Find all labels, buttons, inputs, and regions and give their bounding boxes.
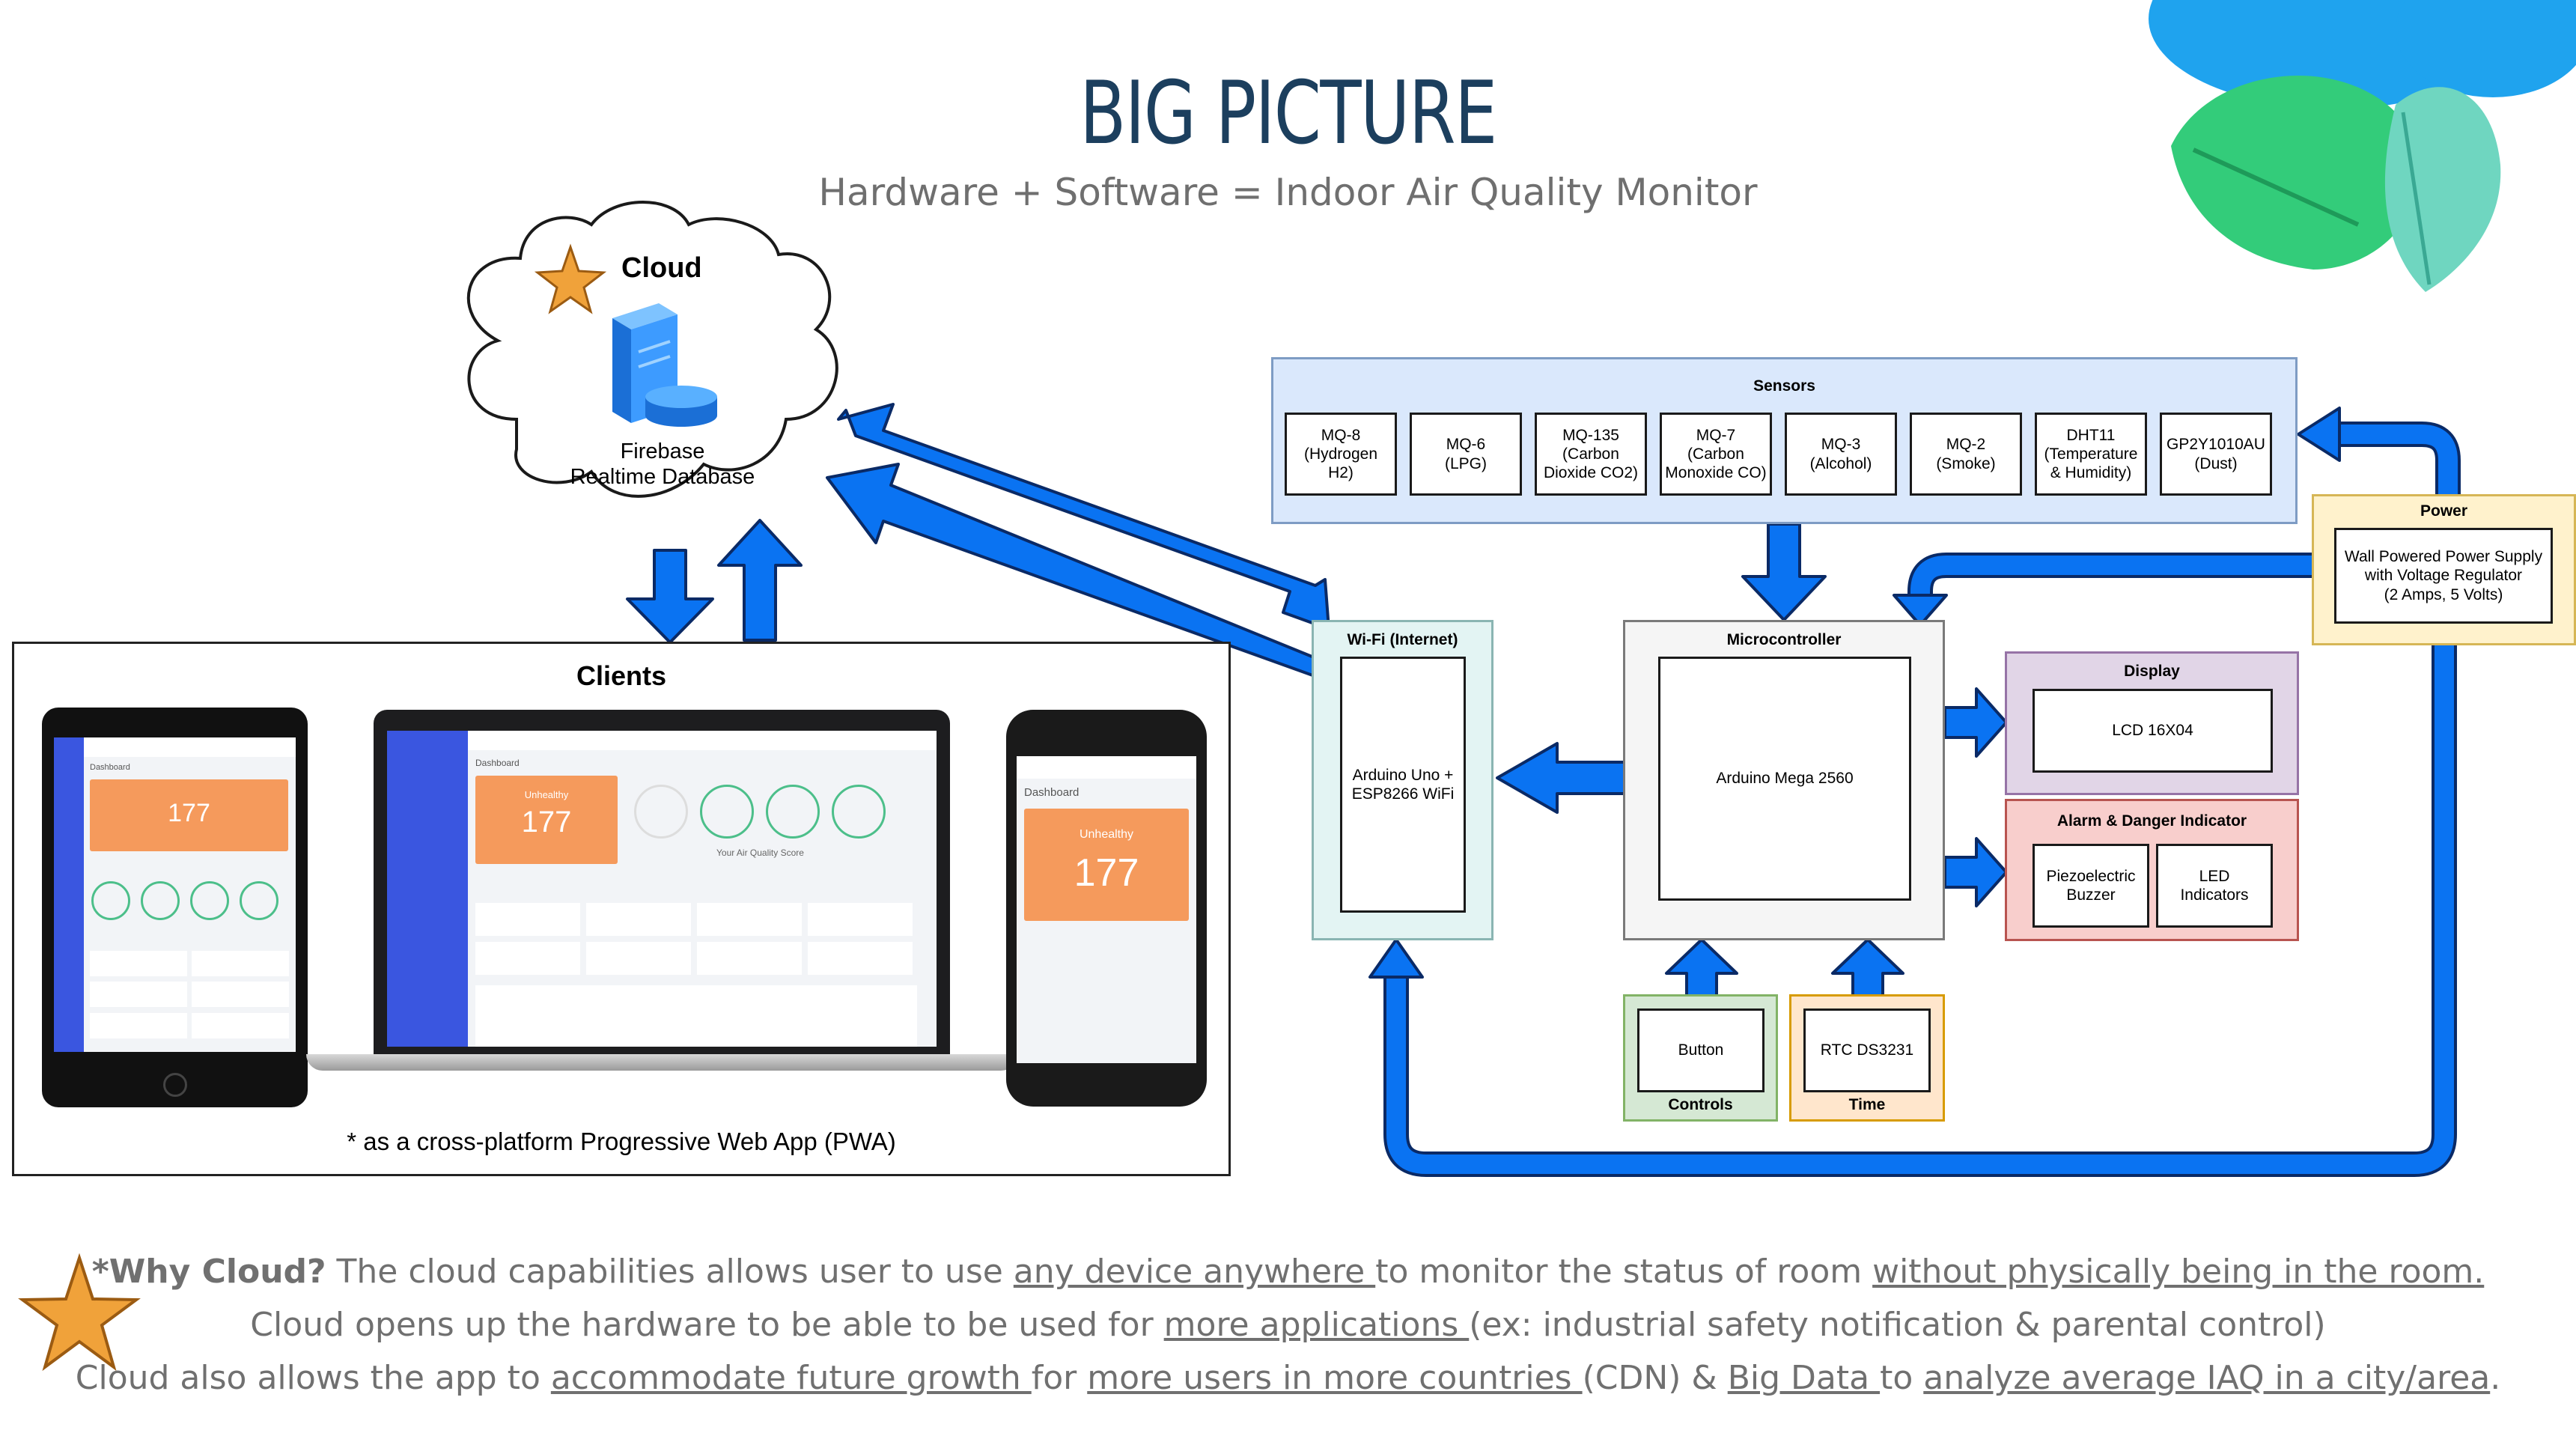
clients-caption: * as a cross-platform Progressive Web Ap…	[347, 1128, 896, 1155]
arrow-mcu-to-alarm	[1943, 837, 2008, 907]
footer-underline: more applications	[1163, 1306, 1470, 1344]
arduino-mega: Arduino Mega 2560	[1658, 657, 1911, 901]
firebase-label-line2: Realtime Database	[570, 465, 755, 489]
arrow-clients-to-cloud	[717, 519, 803, 642]
tablet-screen: Dashboard 177	[54, 737, 296, 1052]
arrow-mcu-to-display	[1943, 687, 2008, 758]
footer-line-2: Cloud opens up the hardware to be able t…	[0, 1306, 2576, 1344]
phone-screen: Dashboard Unhealthy 177	[1017, 756, 1196, 1063]
laptop-aqi-status: Unhealthy	[524, 789, 569, 800]
phone-device: Dashboard Unhealthy 177	[1006, 710, 1207, 1107]
clients-title: Clients	[576, 660, 667, 691]
footer-text: Cloud also allows the app to	[75, 1359, 551, 1397]
controls-button: Button	[1637, 1008, 1764, 1092]
footer-text: (CDN) &	[1582, 1359, 1728, 1397]
laptop-base	[306, 1054, 1017, 1071]
page-subtitle: Hardware + Software = Indoor Air Quality…	[818, 171, 1758, 214]
laptop-score-label: Your Air Quality Score	[716, 848, 804, 858]
phone-dashboard-label: Dashboard	[1024, 786, 1080, 799]
decorative-leaves	[2149, 0, 2576, 292]
arrow-cloud-to-clients	[626, 549, 714, 644]
microcontroller-title: Microcontroller	[1726, 631, 1842, 648]
wifi-title: Wi-Fi (Internet)	[1347, 631, 1458, 648]
controls-label: Controls	[1668, 1096, 1733, 1113]
footer-text: .	[2490, 1359, 2501, 1397]
star-icon	[534, 243, 607, 314]
phone-aqi-value: 177	[1074, 851, 1139, 895]
arrow-power-to-sensors	[2297, 407, 2461, 502]
display-title: Display	[2124, 663, 2180, 680]
footer-underline: Big Data	[1727, 1359, 1881, 1397]
footer-text: The cloud capabilities allows user to us…	[326, 1253, 1014, 1291]
tablet-dashboard-label: Dashboard	[90, 763, 130, 772]
piezo-buzzer: Piezoelectric Buzzer	[2033, 844, 2149, 928]
database-server-icon	[612, 303, 717, 427]
led-indicators: LED Indicators	[2156, 844, 2273, 928]
sensor-mq7: MQ-7 (Carbon Monoxide CO)	[1660, 413, 1772, 496]
tablet-aqi-value: 177	[168, 799, 210, 827]
laptop-device: Dashboard Unhealthy 177 Your Air Quality…	[374, 710, 950, 1054]
power-supply: Wall Powered Power Supply with Voltage R…	[2334, 528, 2553, 624]
footer-text: to	[1880, 1359, 1924, 1397]
why-cloud-label: *Why Cloud?	[91, 1253, 326, 1291]
footer-underline: any device anywhere	[1013, 1253, 1376, 1291]
footer-line-3: Cloud also allows the app to accommodate…	[0, 1359, 2576, 1397]
arrow-sensors-to-mcu	[1741, 523, 1827, 621]
sensors-title: Sensors	[1753, 377, 1815, 395]
arrow-mcu-to-wifi	[1496, 742, 1626, 814]
arrow-cloud-to-wifi	[837, 403, 1330, 630]
sensor-mq6: MQ-6 (LPG)	[1410, 413, 1522, 496]
wifi-module: Arduino Uno + ESP8266 WiFi	[1340, 657, 1466, 913]
arrow-wifi-to-cloud	[826, 463, 1327, 681]
footer-underline: more users in more countries	[1087, 1359, 1583, 1397]
tablet-home-button	[163, 1073, 187, 1097]
arrow-power-to-mcu	[1893, 553, 2313, 627]
power-title: Power	[2420, 502, 2468, 520]
tablet-device: Dashboard 177	[42, 708, 308, 1107]
footer-underline: accommodate future growth	[550, 1359, 1032, 1397]
sensor-mq2: MQ-2 (Smoke)	[1910, 413, 2022, 496]
sensor-mq135: MQ-135 (Carbon Dioxide CO2)	[1535, 413, 1647, 496]
footer-text: to monitor the status of room	[1375, 1253, 1873, 1291]
sensor-mq8: MQ-8 (Hydrogen H2)	[1285, 413, 1397, 496]
footer-text: (ex: industrial safety notification & pa…	[1469, 1306, 2326, 1344]
laptop-aqi-value: 177	[521, 806, 572, 839]
sensor-dht11: DHT11 (Temperature & Humidity)	[2035, 413, 2147, 496]
alarm-title: Alarm & Danger Indicator	[2056, 812, 2247, 830]
footer-text: for	[1031, 1359, 1088, 1397]
laptop-dashboard-label: Dashboard	[475, 758, 520, 768]
footer-underline: without physically being in the room.	[1872, 1253, 2485, 1291]
footer-line-1: *Why Cloud? The cloud capabilities allow…	[0, 1253, 2576, 1291]
footer-underline: analyze average IAQ in a city/area	[1923, 1359, 2491, 1397]
star-icon	[18, 1253, 141, 1372]
firebase-label-line1: Firebase	[620, 439, 705, 463]
sensor-gp2y1010au: GP2Y1010AU (Dust)	[2160, 413, 2272, 496]
firebase-label: Firebase Realtime Database	[543, 439, 782, 490]
phone-aqi-status: Unhealthy	[1079, 828, 1134, 841]
page-title: BIG PICTURE	[1080, 63, 1497, 164]
lcd-display: LCD 16X04	[2033, 689, 2273, 773]
footer-text: Cloud opens up the hardware to be able t…	[250, 1306, 1164, 1344]
sensor-mq3: MQ-3 (Alcohol)	[1785, 413, 1897, 496]
clients-panel: Clients * as a cross-platform Progressiv…	[12, 642, 1231, 1176]
laptop-screen: Dashboard Unhealthy 177 Your Air Quality…	[387, 731, 937, 1047]
arrow-power-to-wifi	[1368, 645, 2457, 1177]
rtc-module: RTC DS3231	[1803, 1008, 1931, 1092]
time-label: Time	[1848, 1096, 1886, 1113]
cloud-label: Cloud	[621, 252, 702, 284]
